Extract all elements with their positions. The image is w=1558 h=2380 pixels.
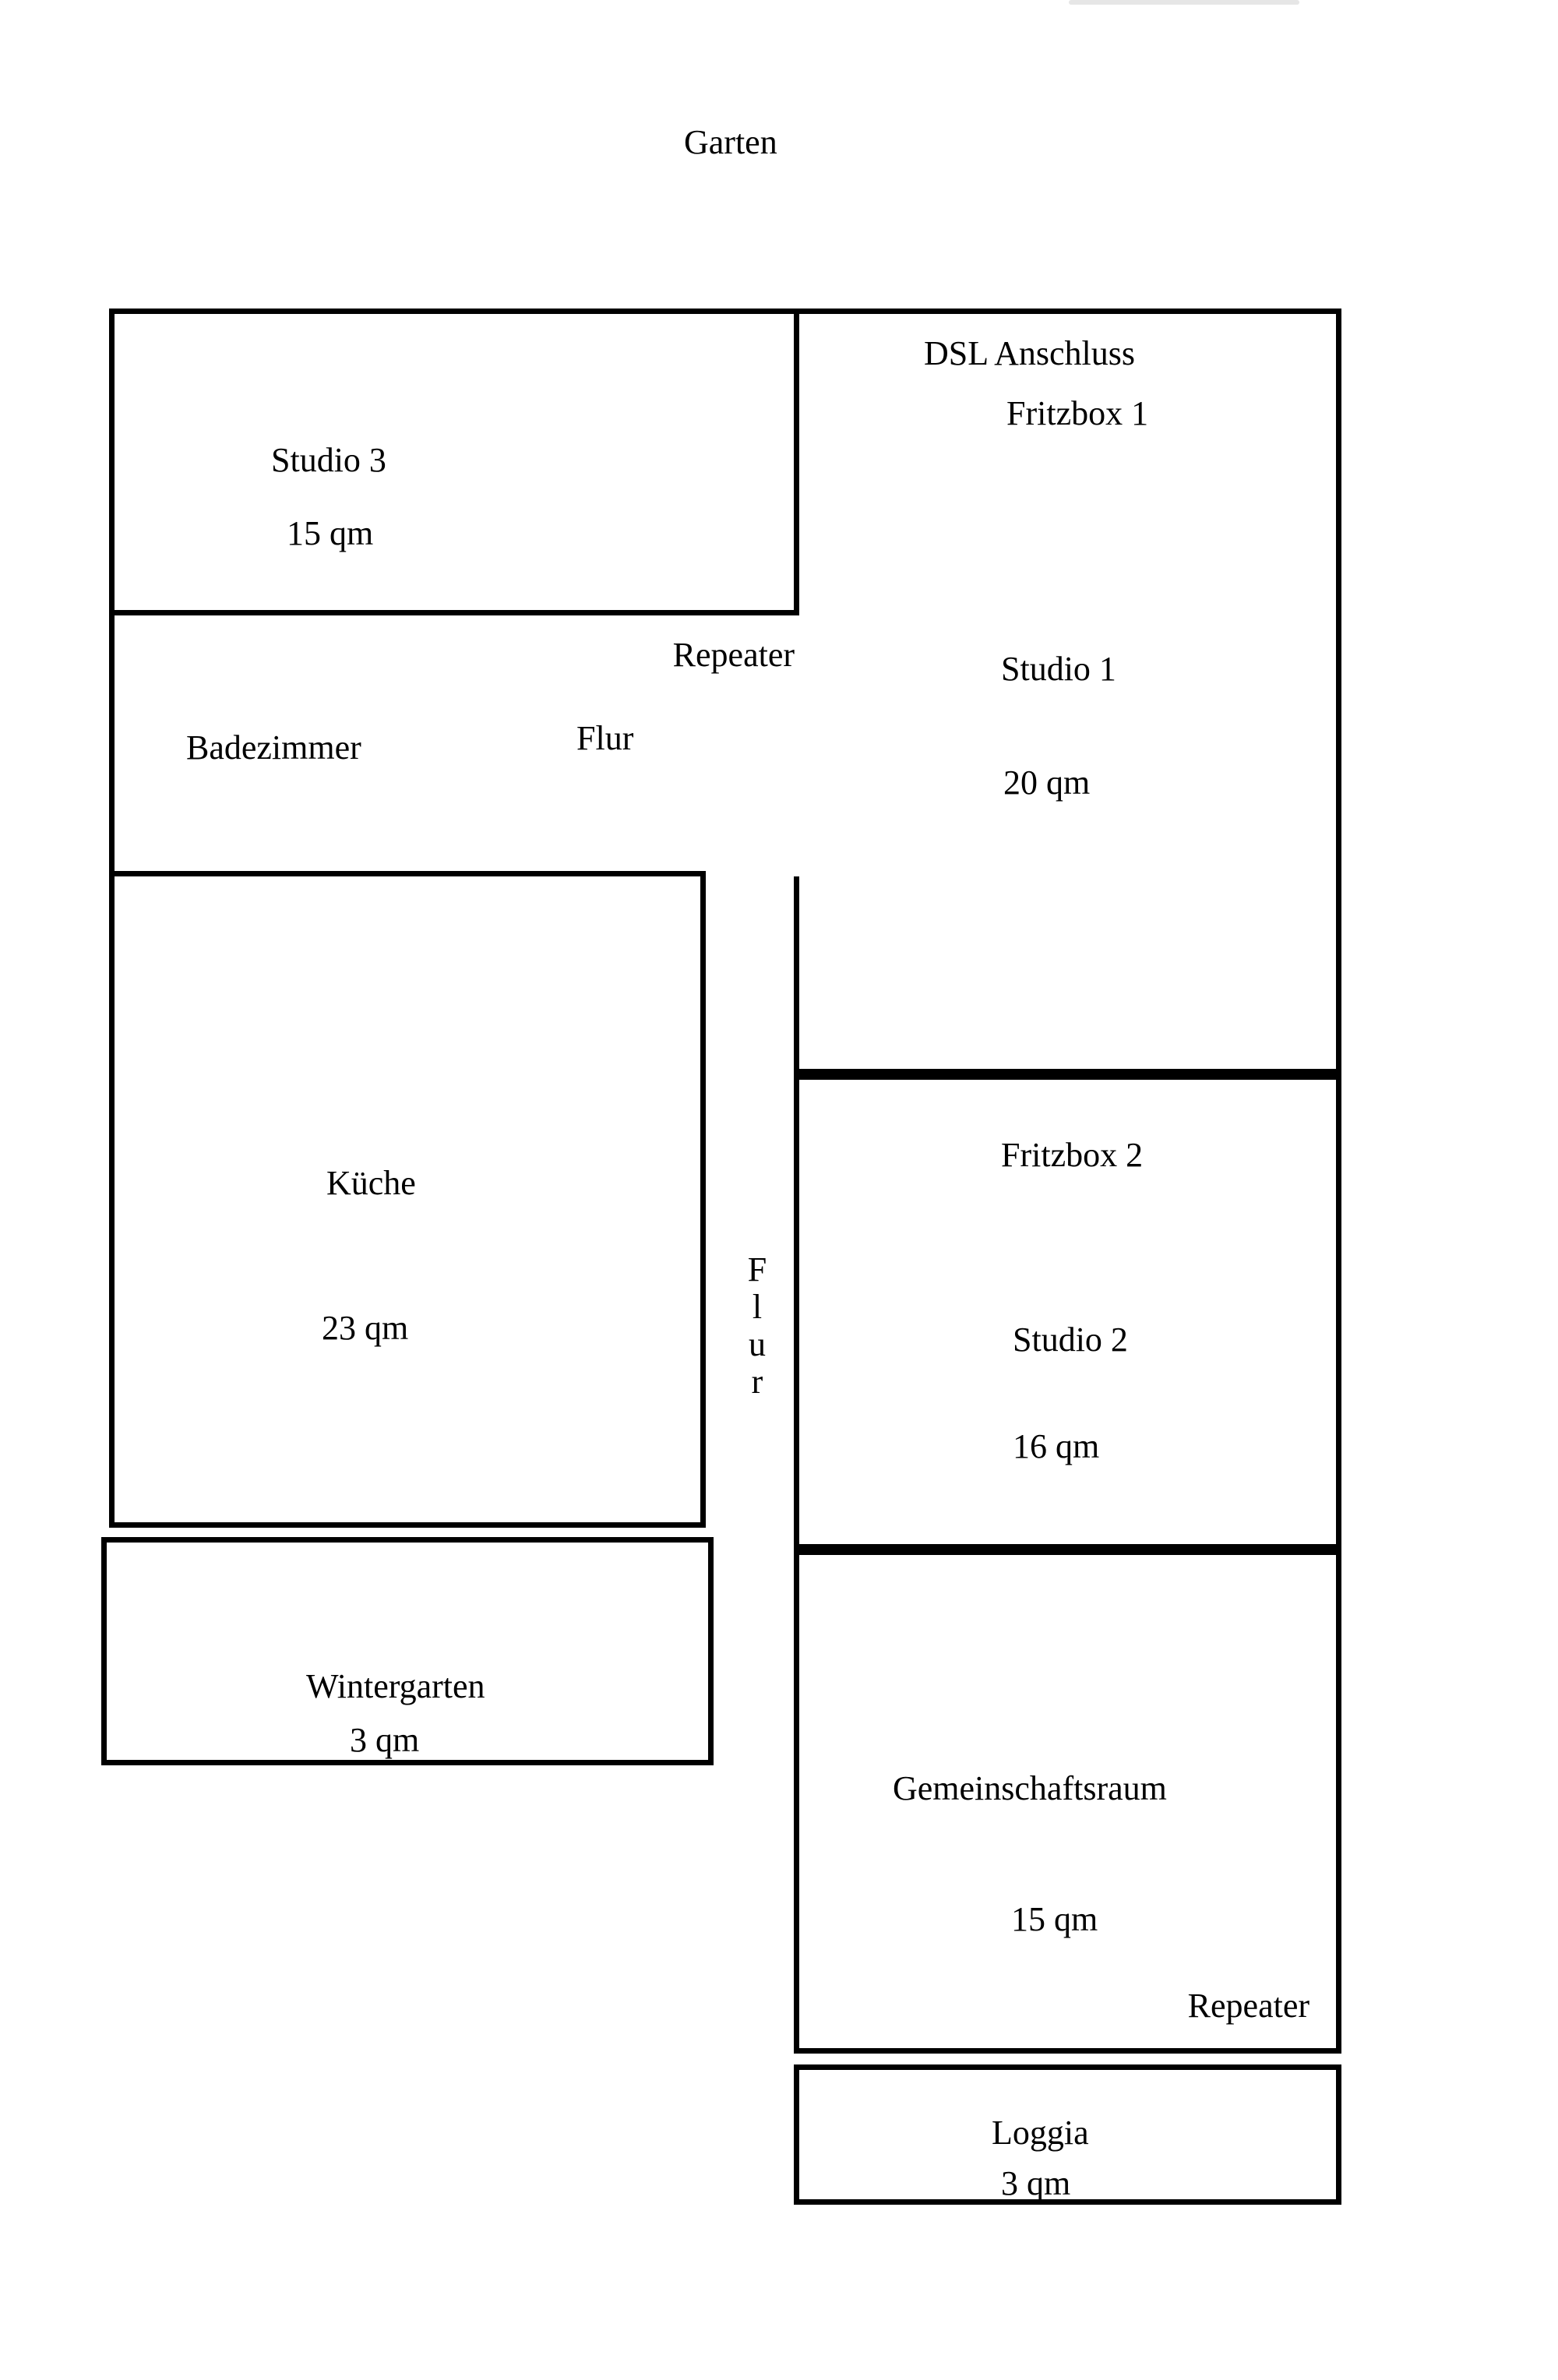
garten-label: Garten (684, 123, 777, 161)
room-wintergarten: Wintergarten 3 qm (101, 1537, 714, 1765)
room-badezimmer: Badezimmer (109, 610, 486, 876)
studio-2-area-label: 16 qm (1013, 1427, 1100, 1465)
studio-1-name-label: Studio 1 (1001, 650, 1116, 688)
gemeinschaftsraum-area-label: 15 qm (1011, 1900, 1098, 1938)
room-studio-2: Fritzbox 2 Studio 2 16 qm (794, 1074, 1341, 1550)
loggia-name-label: Loggia (992, 2114, 1089, 2152)
studio-3-area-label: 15 qm (287, 514, 374, 552)
badezimmer-name-label: Badezimmer (186, 728, 361, 767)
room-kueche: Küche 23 qm (109, 871, 706, 1528)
studio-2-name-label: Studio 2 (1013, 1320, 1128, 1359)
room-studio-3: Studio 3 15 qm (109, 309, 799, 615)
room-loggia: Loggia 3 qm (794, 2064, 1341, 2205)
gemeinschaftsraum-repeater-label: Repeater (1187, 1987, 1309, 2025)
studio-3-name-label: Studio 3 (271, 441, 386, 479)
wintergarten-name-label: Wintergarten (306, 1667, 485, 1705)
fritzbox-2-label: Fritzbox 2 (1001, 1136, 1144, 1174)
gemeinschaftsraum-name-label: Gemeinschaftsraum (893, 1769, 1167, 1807)
loggia-area-label: 3 qm (1001, 2164, 1071, 2202)
kueche-area-label: 23 qm (322, 1309, 409, 1347)
dsl-anschluss-label: DSL Anschluss (924, 334, 1135, 372)
room-gemeinschaftsraum: Gemeinschaftsraum 15 qm Repeater (794, 1550, 1341, 2054)
kueche-name-label: Küche (326, 1164, 416, 1202)
top-edge-artifact-bar (1069, 0, 1299, 5)
studio-1-area-label: 20 qm (1003, 763, 1091, 802)
room-flur-oben: Repeater Flur (481, 610, 799, 876)
flur-korridor-label: F l u r (747, 1250, 767, 1401)
wintergarten-area-label: 3 qm (350, 1721, 420, 1759)
fritzbox-1-label: Fritzbox 1 (1006, 394, 1149, 432)
flur-oben-name-label: Flur (576, 719, 634, 757)
room-studio-1: DSL Anschluss Fritzbox 1 Studio 1 20 qm (794, 309, 1341, 1074)
flur-repeater-label: Repeater (672, 636, 795, 674)
